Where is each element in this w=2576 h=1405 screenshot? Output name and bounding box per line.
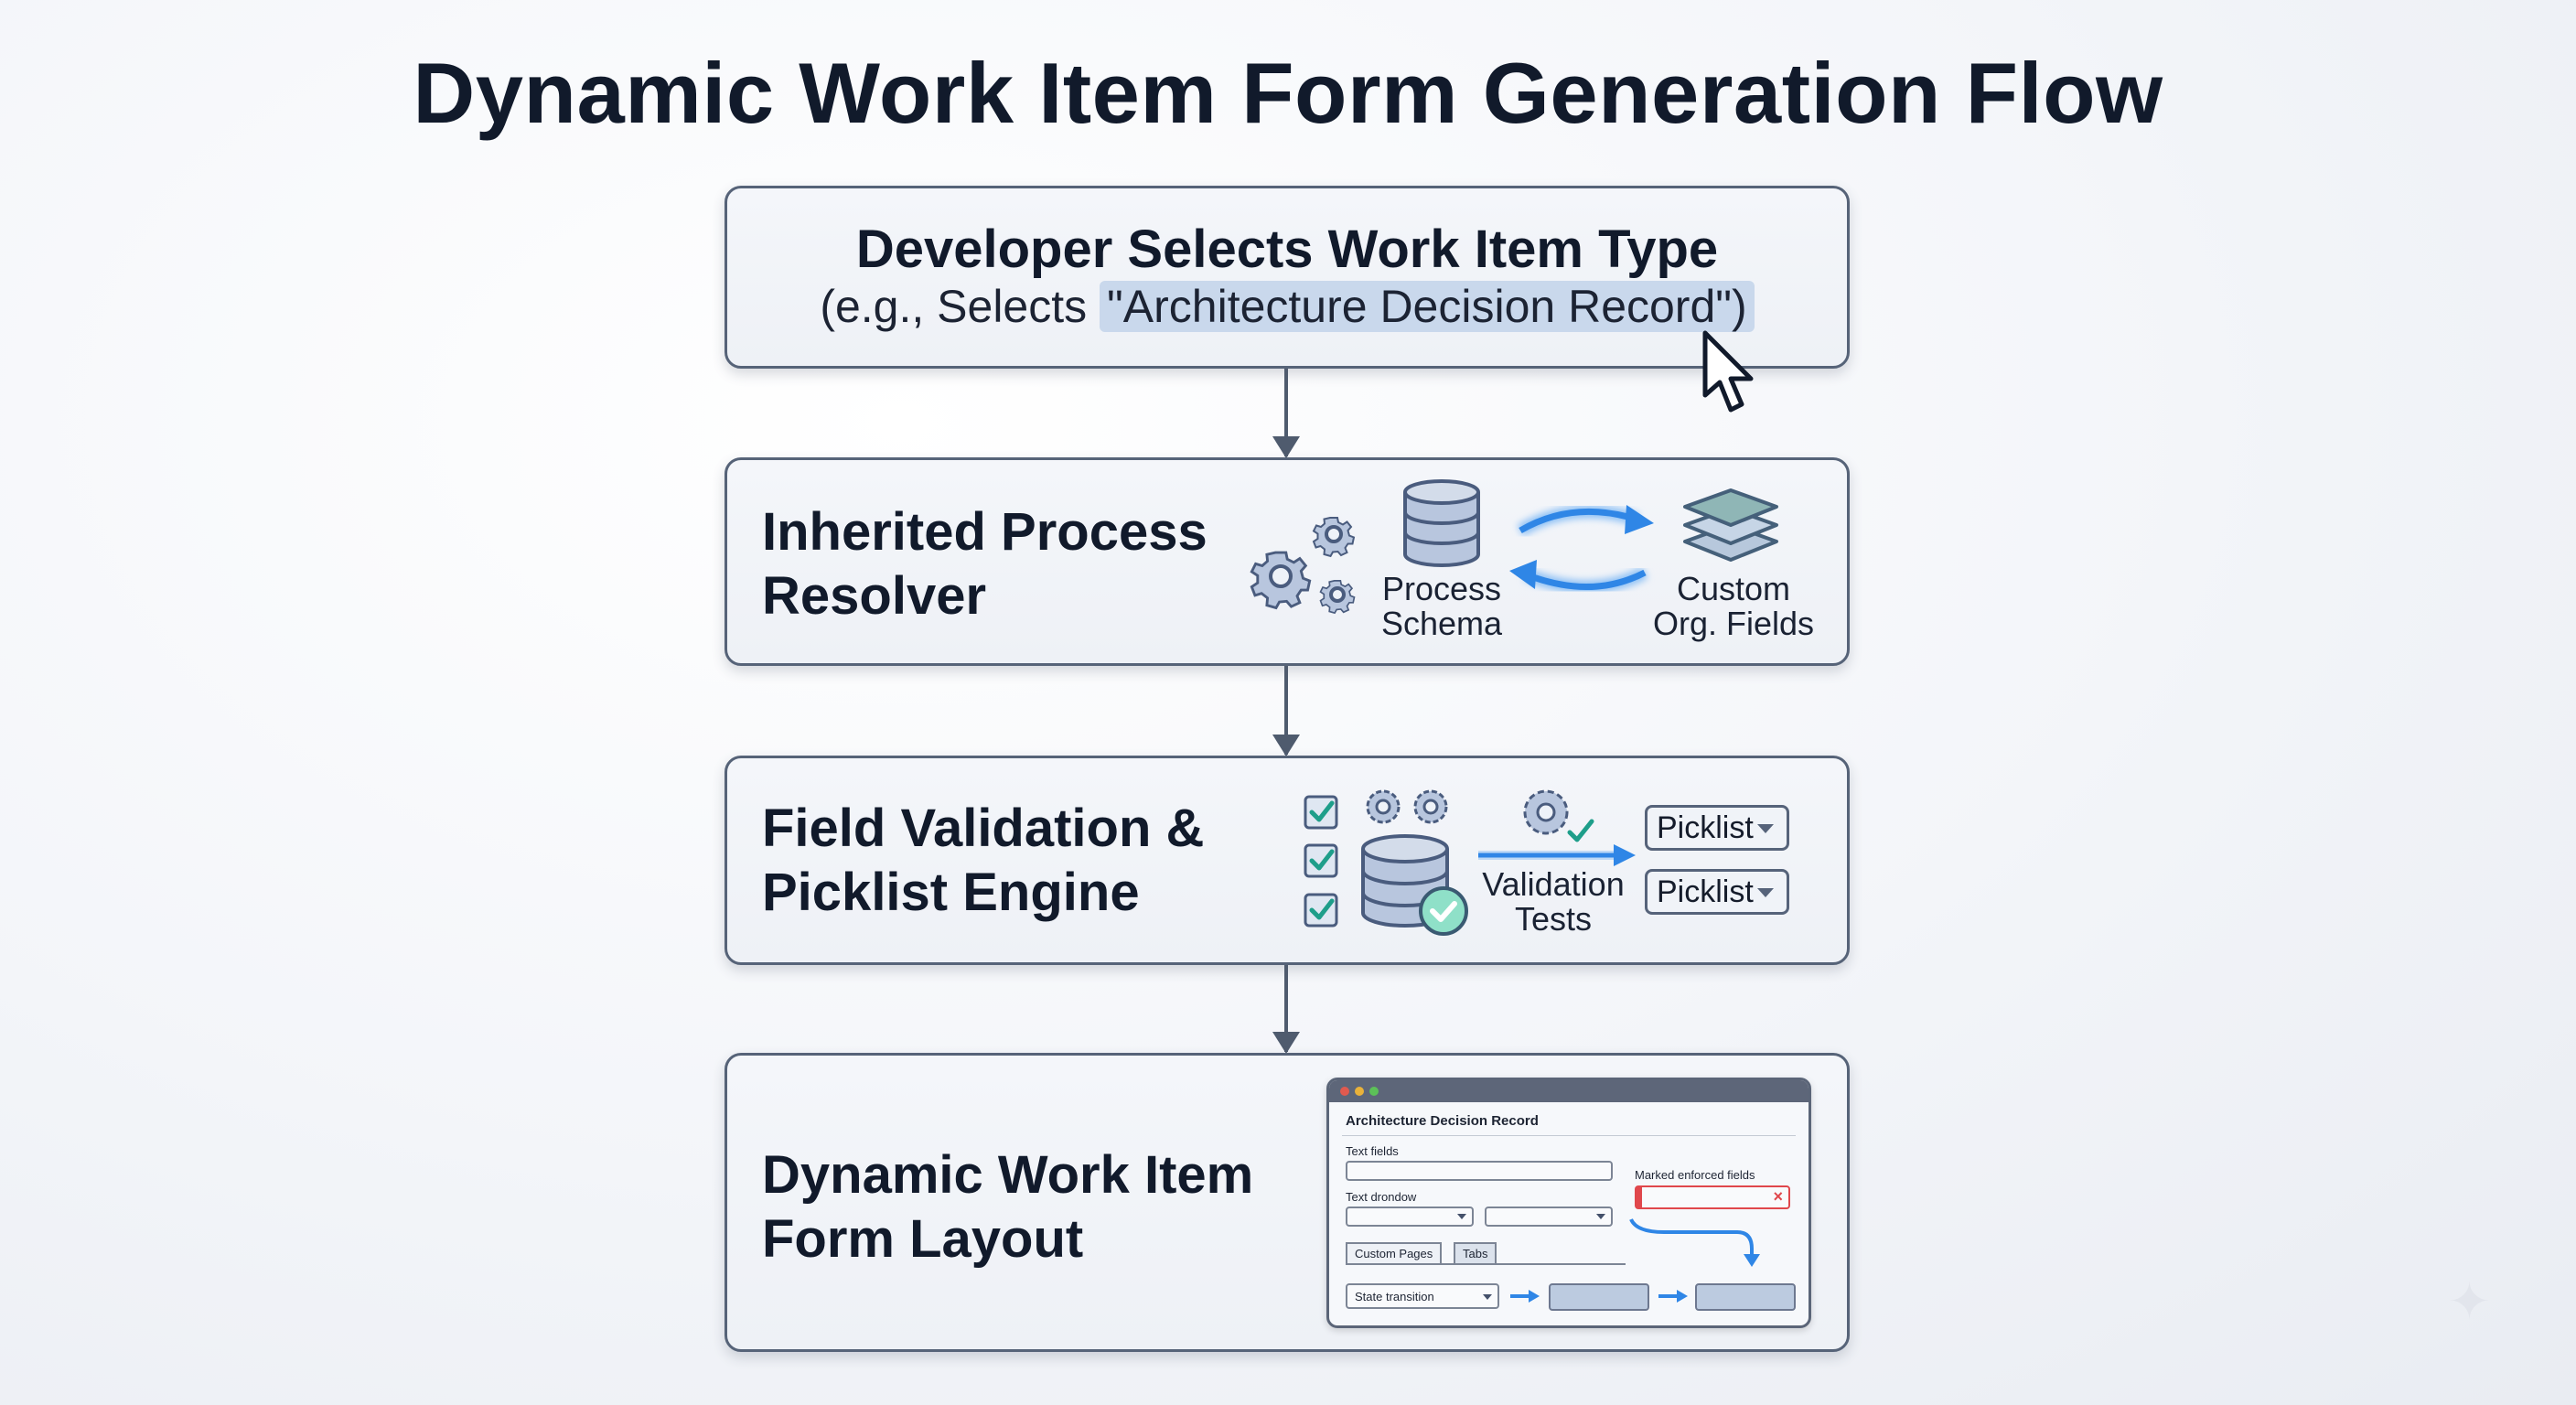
sync-arrows-icon	[1509, 505, 1654, 594]
step-4-title: Dynamic Work Item Form Layout	[762, 1143, 1253, 1271]
picklist-label: Picklist	[1657, 810, 1754, 845]
maximize-dot-icon	[1369, 1087, 1379, 1096]
selected-work-item-type[interactable]: "Architecture Decision Record")	[1100, 281, 1755, 332]
picklist-dropdown-2[interactable]: Picklist	[1645, 869, 1789, 915]
minimize-dot-icon	[1355, 1087, 1364, 1096]
flow-arrow-2	[1272, 666, 1300, 756]
page-title: Dynamic Work Item Form Generation Flow	[413, 45, 2163, 141]
enforcement-arrow-icon	[1629, 1218, 1760, 1267]
chevron-down-icon	[1596, 1214, 1605, 1219]
step-1-subtitle: (e.g., Selects "Architecture Decision Re…	[727, 280, 1847, 333]
chevron-down-icon	[1757, 824, 1774, 833]
step-4-title-line1: Dynamic Work Item	[762, 1145, 1254, 1205]
step-2-title-line2: Resolver	[762, 566, 987, 626]
close-dot-icon	[1340, 1087, 1349, 1096]
database-check-icon	[1361, 834, 1468, 936]
chevron-down-icon	[1757, 888, 1774, 897]
step-select-work-item-type: Developer Selects Work Item Type (e.g., …	[724, 186, 1850, 369]
step-field-validation-picklist: Field Validation & Picklist Engine	[724, 756, 1850, 965]
step-3-title-line2: Picklist Engine	[762, 863, 1140, 922]
transition-state-box-1	[1549, 1283, 1649, 1311]
transition-arrow-icon	[1510, 1290, 1540, 1303]
tab-underline	[1346, 1263, 1626, 1265]
gears-icon	[1250, 517, 1356, 615]
picklist-label: Picklist	[1657, 874, 1754, 909]
form-heading: Architecture Decision Record	[1346, 1113, 1539, 1129]
tab-tabs[interactable]: Tabs	[1454, 1242, 1497, 1263]
state-transition-dropdown[interactable]: State transition	[1346, 1283, 1499, 1309]
validation-arrow-icon	[1478, 844, 1636, 866]
checklist-icon	[1304, 795, 1338, 928]
text-dropdown-2[interactable]	[1485, 1207, 1613, 1227]
database-icon	[1403, 479, 1480, 567]
small-gears-icon	[1366, 789, 1448, 824]
picklist-dropdown-1[interactable]: Picklist	[1645, 805, 1789, 851]
sparkle-icon: ✦	[2448, 1272, 2491, 1330]
step-2-title-line1: Inherited Process	[762, 502, 1208, 562]
text-dropdown-label: Text drondow	[1346, 1190, 1417, 1204]
layers-icon	[1683, 488, 1778, 562]
text-fields-label: Text fields	[1346, 1144, 1399, 1158]
step-3-title-line1: Field Validation &	[762, 799, 1205, 858]
text-dropdown-1[interactable]	[1346, 1207, 1474, 1227]
error-x-icon: ×	[1773, 1187, 1783, 1206]
step-1-subtitle-prefix: (e.g., Selects	[820, 281, 1100, 332]
window-titlebar	[1329, 1080, 1809, 1102]
gear-check-icon	[1523, 789, 1594, 842]
step-4-title-line2: Form Layout	[762, 1209, 1084, 1269]
marked-enforced-label: Marked enforced fields	[1635, 1168, 1755, 1182]
chevron-down-icon	[1457, 1214, 1466, 1219]
text-field-input[interactable]	[1346, 1161, 1613, 1181]
state-transition-label: State transition	[1355, 1290, 1434, 1303]
step-1-title: Developer Selects Work Item Type	[855, 220, 1719, 279]
mouse-cursor-icon	[1702, 330, 1754, 413]
form-divider	[1342, 1135, 1796, 1136]
transition-arrow-icon	[1658, 1290, 1688, 1303]
step-2-title: Inherited Process Resolver	[762, 500, 1208, 628]
enforced-field-error[interactable]: ×	[1635, 1185, 1790, 1209]
transition-state-box-2	[1695, 1283, 1796, 1311]
step-3-title: Field Validation & Picklist Engine	[762, 797, 1204, 925]
flow-arrow-1	[1272, 369, 1300, 458]
tab-custom-pages[interactable]: Custom Pages	[1346, 1242, 1443, 1263]
chevron-down-icon	[1483, 1294, 1492, 1300]
step-inherited-process-resolver: Inherited Process Resolver	[724, 457, 1850, 666]
form-preview-window: Architecture Decision Record Text fields…	[1326, 1078, 1811, 1328]
flow-arrow-3	[1272, 965, 1300, 1054]
